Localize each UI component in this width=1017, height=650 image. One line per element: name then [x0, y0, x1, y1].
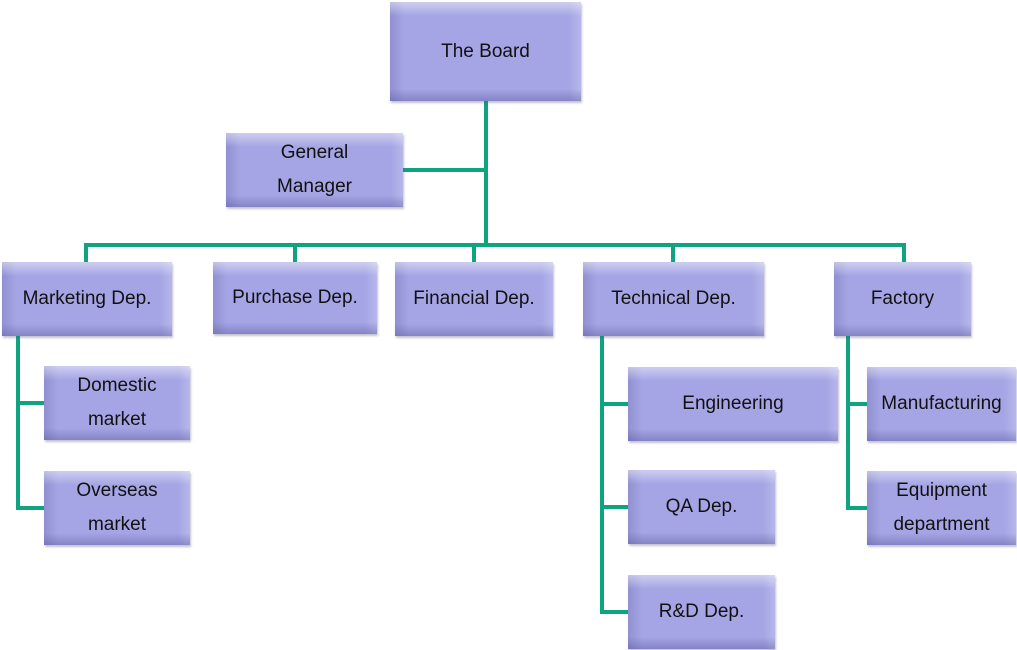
node-label: Factory	[870, 288, 935, 309]
node-label: Domestic market	[77, 375, 157, 430]
node-engineering: Engineering	[628, 367, 838, 441]
node-label: Overseas market	[76, 480, 158, 535]
node-domestic-market: Domestic market	[44, 366, 190, 440]
node-purchase-dep: Purchase Dep.	[213, 262, 377, 334]
node-label: QA Dep.	[665, 496, 738, 517]
node-general-manager: General Manager	[226, 133, 403, 207]
node-label: Equipment department	[893, 480, 990, 535]
node-label: Financial Dep.	[413, 288, 535, 309]
node-rnd-dep: R&D Dep.	[628, 575, 775, 649]
node-financial-dep: Financial Dep.	[395, 262, 553, 336]
node-factory: Factory	[834, 262, 971, 336]
node-label: R&D Dep.	[658, 601, 745, 622]
node-qa-dep: QA Dep.	[628, 470, 775, 544]
node-label: Manufacturing	[881, 393, 1002, 414]
node-the-board: The Board	[390, 2, 581, 101]
node-label: Marketing Dep.	[22, 288, 152, 309]
node-technical-dep: Technical Dep.	[583, 262, 764, 336]
node-label: Purchase Dep.	[232, 287, 358, 308]
node-label: General Manager	[277, 142, 352, 197]
node-label: Technical Dep.	[611, 288, 736, 309]
node-label: Engineering	[682, 393, 784, 414]
node-marketing-dep: Marketing Dep.	[2, 262, 172, 336]
node-overseas-market: Overseas market	[44, 471, 190, 545]
node-manufacturing: Manufacturing	[867, 367, 1016, 441]
node-equipment-department: Equipment department	[867, 471, 1016, 545]
node-label: The Board	[441, 40, 530, 62]
